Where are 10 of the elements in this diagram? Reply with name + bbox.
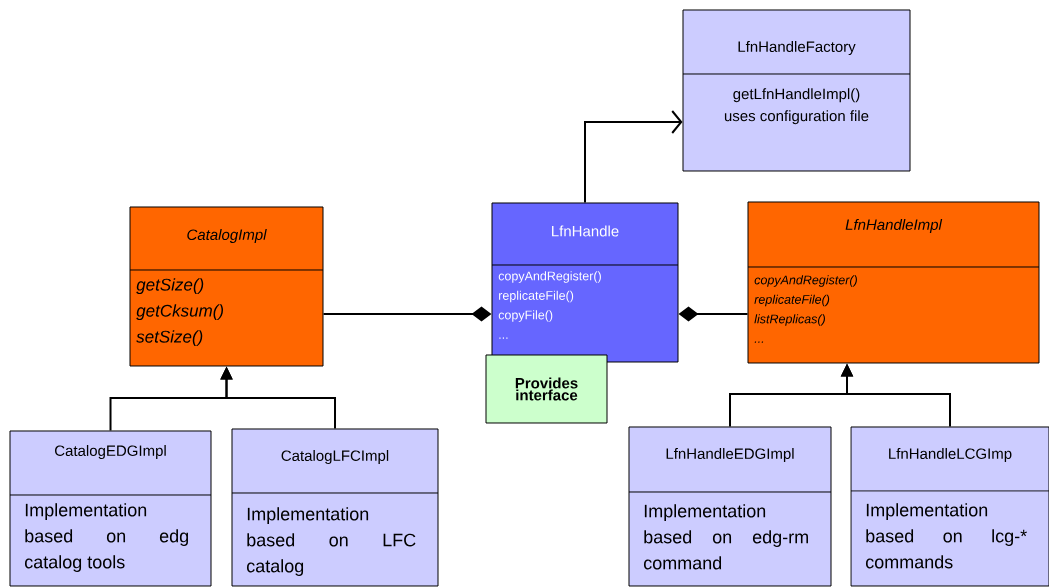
class-box: LfnHandleLCGImp Implementation based on lcg-* commands — [850, 426, 1049, 587]
class-box: LfnHandleEDGImpl Implementation based on edg-rm command — [628, 426, 832, 587]
class-box: CatalogLFCImpl Implementation based on LFC catalog — [231, 428, 439, 587]
class-box: LfnHandleFactory getLfnHandleImpl() uses configuration file — [682, 9, 911, 172]
class-box: CatalogEDGImpl Implementation based on edg catalog tools — [9, 430, 212, 587]
class-box: LfnHandle copyAndRegister() replicateFile() copyFile() ... — [491, 202, 679, 363]
class-box: LfnHandleImpl copyAndRegister() replicateFile() listReplicas() ... — [747, 201, 1040, 364]
arrow — [584, 110, 683, 204]
class-box: CatalogImpl getSize() getCksum() setSize() — [129, 206, 324, 367]
note-box: Provides interface — [485, 354, 608, 424]
